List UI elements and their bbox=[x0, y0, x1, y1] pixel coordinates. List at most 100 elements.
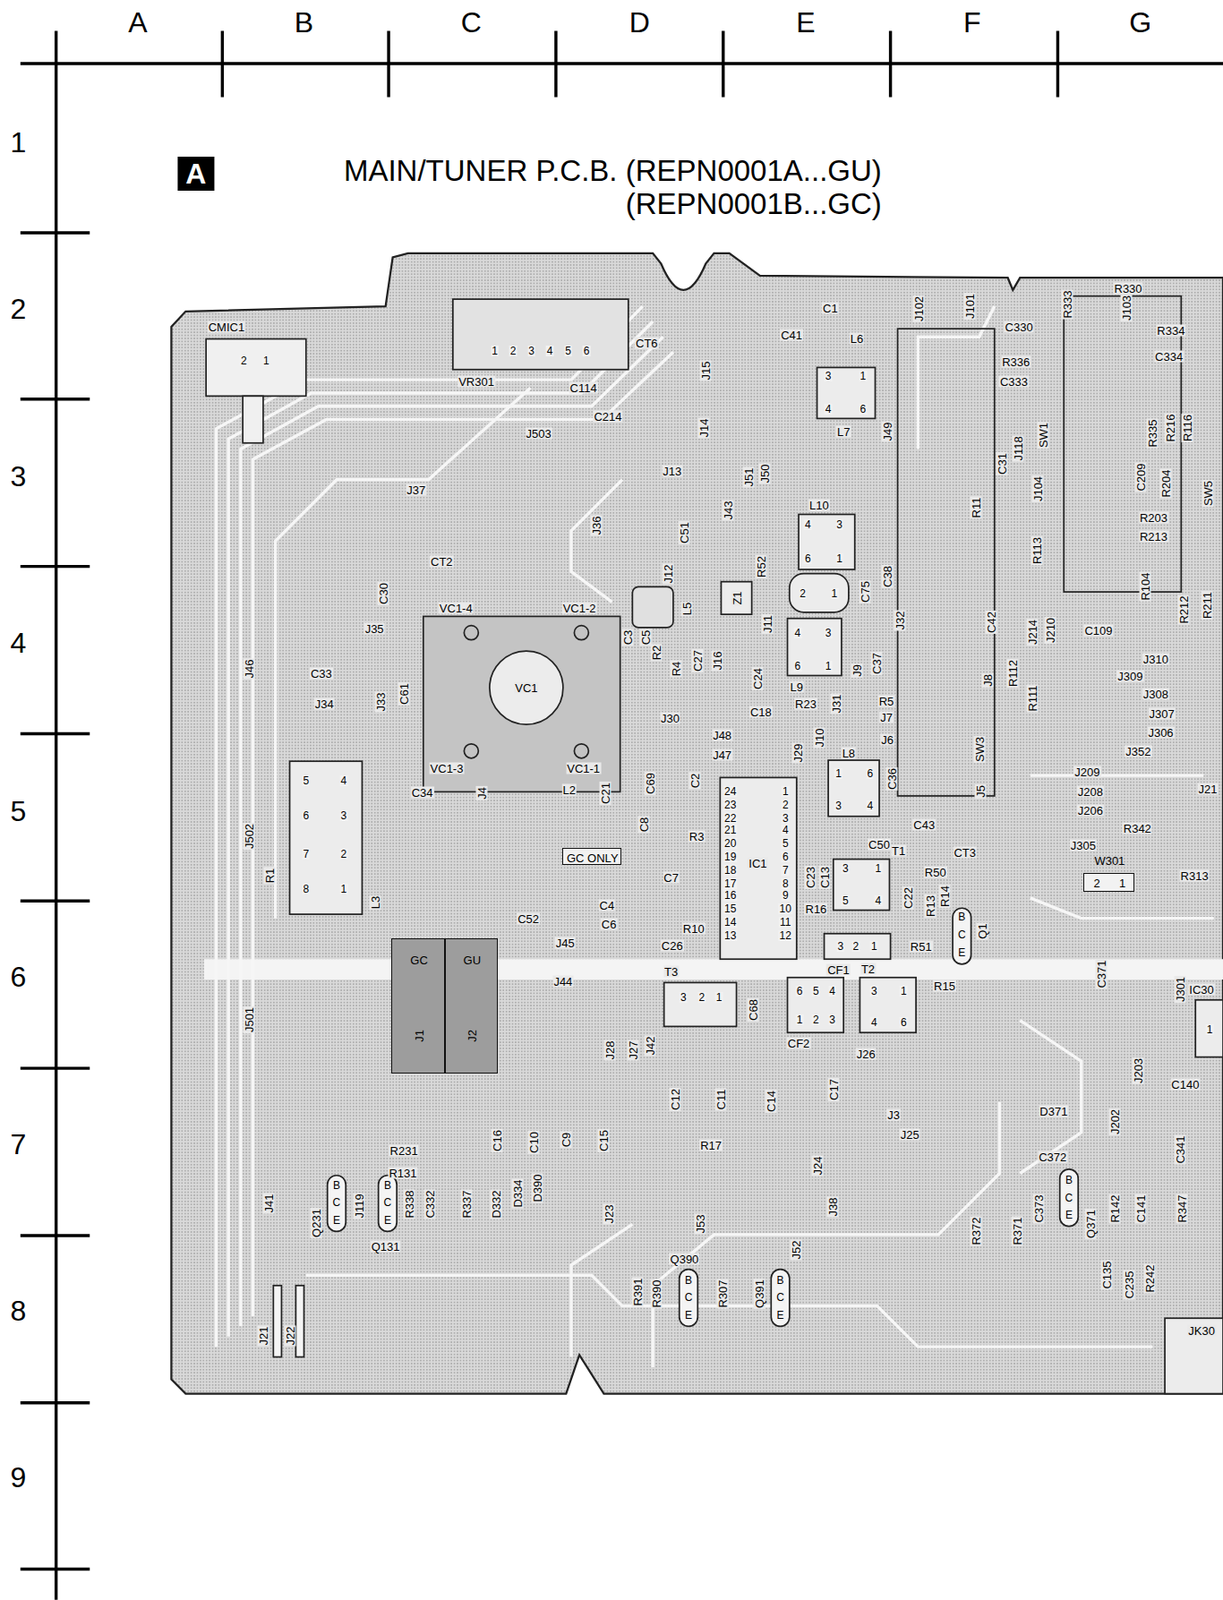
component-label: C75 bbox=[859, 580, 872, 604]
coil-outline bbox=[789, 573, 849, 613]
component-label: J43 bbox=[722, 499, 735, 521]
component-label: C38 bbox=[881, 564, 894, 589]
pin-number: C bbox=[383, 1197, 394, 1208]
contact-pad bbox=[295, 1285, 304, 1358]
component-label: Q131 bbox=[370, 1240, 402, 1253]
component-label: J305 bbox=[1069, 839, 1097, 852]
component-label: L7 bbox=[836, 425, 851, 437]
pin-number: 4 bbox=[828, 985, 837, 997]
component-label: R111 bbox=[1026, 684, 1038, 713]
trace bbox=[216, 306, 643, 1347]
component-label: SW5 bbox=[1201, 479, 1214, 507]
pin-number: 1 bbox=[835, 553, 844, 565]
grid-label: D bbox=[629, 8, 650, 37]
transistor-outline bbox=[770, 1269, 790, 1327]
component-label: J34 bbox=[314, 698, 335, 710]
component-label: R231 bbox=[389, 1145, 420, 1157]
component-label: R50 bbox=[923, 866, 948, 879]
component-label: VC1 bbox=[513, 681, 539, 693]
component-label: R335 bbox=[1146, 419, 1159, 449]
mic-connector bbox=[205, 339, 307, 397]
pin-number: 1 bbox=[874, 863, 883, 874]
component-label: C18 bbox=[749, 706, 773, 719]
pin-number: 4 bbox=[340, 775, 349, 787]
component-label: C42 bbox=[985, 610, 998, 634]
pin-number: 6 bbox=[803, 553, 813, 565]
component-label: J24 bbox=[811, 1155, 823, 1177]
component-label: L10 bbox=[808, 498, 830, 511]
component-label: C52 bbox=[516, 913, 540, 925]
component-label: C141 bbox=[1134, 1194, 1147, 1224]
pin-number: 6 bbox=[781, 851, 790, 863]
grid-label: B bbox=[294, 8, 314, 37]
component-label: L2 bbox=[561, 783, 576, 796]
pin-number: C bbox=[332, 1197, 343, 1208]
component-label: R347 bbox=[1176, 1194, 1189, 1224]
option-label: 2 bbox=[1094, 877, 1101, 890]
component-label: R142 bbox=[1109, 1194, 1121, 1224]
component-label: CT6 bbox=[634, 336, 659, 349]
grid-label: 9 bbox=[10, 1462, 27, 1492]
component-label: R211 bbox=[1200, 590, 1213, 620]
pin-number: 12 bbox=[778, 930, 793, 941]
trace bbox=[240, 336, 664, 1326]
component-label: L9 bbox=[789, 680, 804, 693]
pin-number: 3 bbox=[340, 810, 349, 822]
ceramic-resonator bbox=[720, 581, 752, 615]
component-label: R14 bbox=[938, 884, 950, 908]
pin-number: 5 bbox=[841, 895, 850, 907]
component-label: Z1 bbox=[730, 590, 743, 606]
grid-label: 7 bbox=[10, 1129, 27, 1159]
pin-number: 21 bbox=[723, 824, 737, 836]
component-label: C24 bbox=[752, 667, 764, 691]
pin-number: 3 bbox=[841, 863, 850, 874]
component-label: R390 bbox=[649, 1278, 662, 1309]
component-label: R104 bbox=[1139, 572, 1152, 602]
pin-number: 4 bbox=[803, 519, 813, 531]
pin-number: E bbox=[957, 947, 967, 958]
component-label: J502 bbox=[242, 822, 255, 850]
switch-block bbox=[1063, 296, 1181, 592]
coil-outline bbox=[798, 514, 856, 571]
component-label: R307 bbox=[716, 1278, 728, 1309]
component-label: VR301 bbox=[457, 376, 496, 388]
pin-number: 15 bbox=[723, 903, 737, 915]
transistor-outline bbox=[952, 907, 972, 965]
component-label: R131 bbox=[387, 1167, 418, 1180]
pin-number: C bbox=[1064, 1192, 1075, 1204]
grid-label: 2 bbox=[10, 294, 27, 324]
component-label: T2 bbox=[860, 963, 876, 975]
pin-number: 1 bbox=[262, 355, 271, 367]
pin-number: 2 bbox=[798, 588, 807, 599]
pin-number: 23 bbox=[723, 799, 737, 811]
component-label: J301 bbox=[1174, 975, 1187, 1003]
component-label: J36 bbox=[590, 514, 603, 536]
board-strip bbox=[204, 958, 1223, 980]
component-label: VC1-3 bbox=[429, 761, 465, 774]
component-label: J5 bbox=[974, 784, 986, 799]
component-label: J8 bbox=[981, 673, 993, 688]
component-label: J44 bbox=[552, 974, 574, 987]
pin-number: E bbox=[1064, 1209, 1074, 1221]
component-label: C1 bbox=[821, 302, 839, 315]
pin-number: 3 bbox=[836, 940, 845, 952]
pin-number: 8 bbox=[781, 878, 790, 890]
variable-capacitor bbox=[423, 615, 621, 792]
component-label: J9 bbox=[850, 663, 863, 678]
transformer-outline bbox=[664, 982, 737, 1027]
option-label: W301 bbox=[1094, 854, 1125, 866]
component-label: IC1 bbox=[747, 856, 768, 869]
grid-label: 4 bbox=[10, 628, 27, 658]
component-label: J49 bbox=[881, 420, 894, 442]
trace bbox=[571, 1223, 633, 1357]
pin-number: 17 bbox=[723, 878, 737, 890]
pin-number: 6 bbox=[582, 345, 591, 357]
grid-axis bbox=[20, 30, 1223, 1600]
component-label: Q390 bbox=[669, 1252, 701, 1265]
trace bbox=[253, 351, 674, 1317]
component-label: J209 bbox=[1073, 766, 1101, 779]
pin-number: 13 bbox=[723, 930, 737, 941]
ic-outline bbox=[1195, 1000, 1223, 1058]
component-label: J21 bbox=[256, 1325, 269, 1347]
pin-number: 16 bbox=[723, 889, 737, 901]
